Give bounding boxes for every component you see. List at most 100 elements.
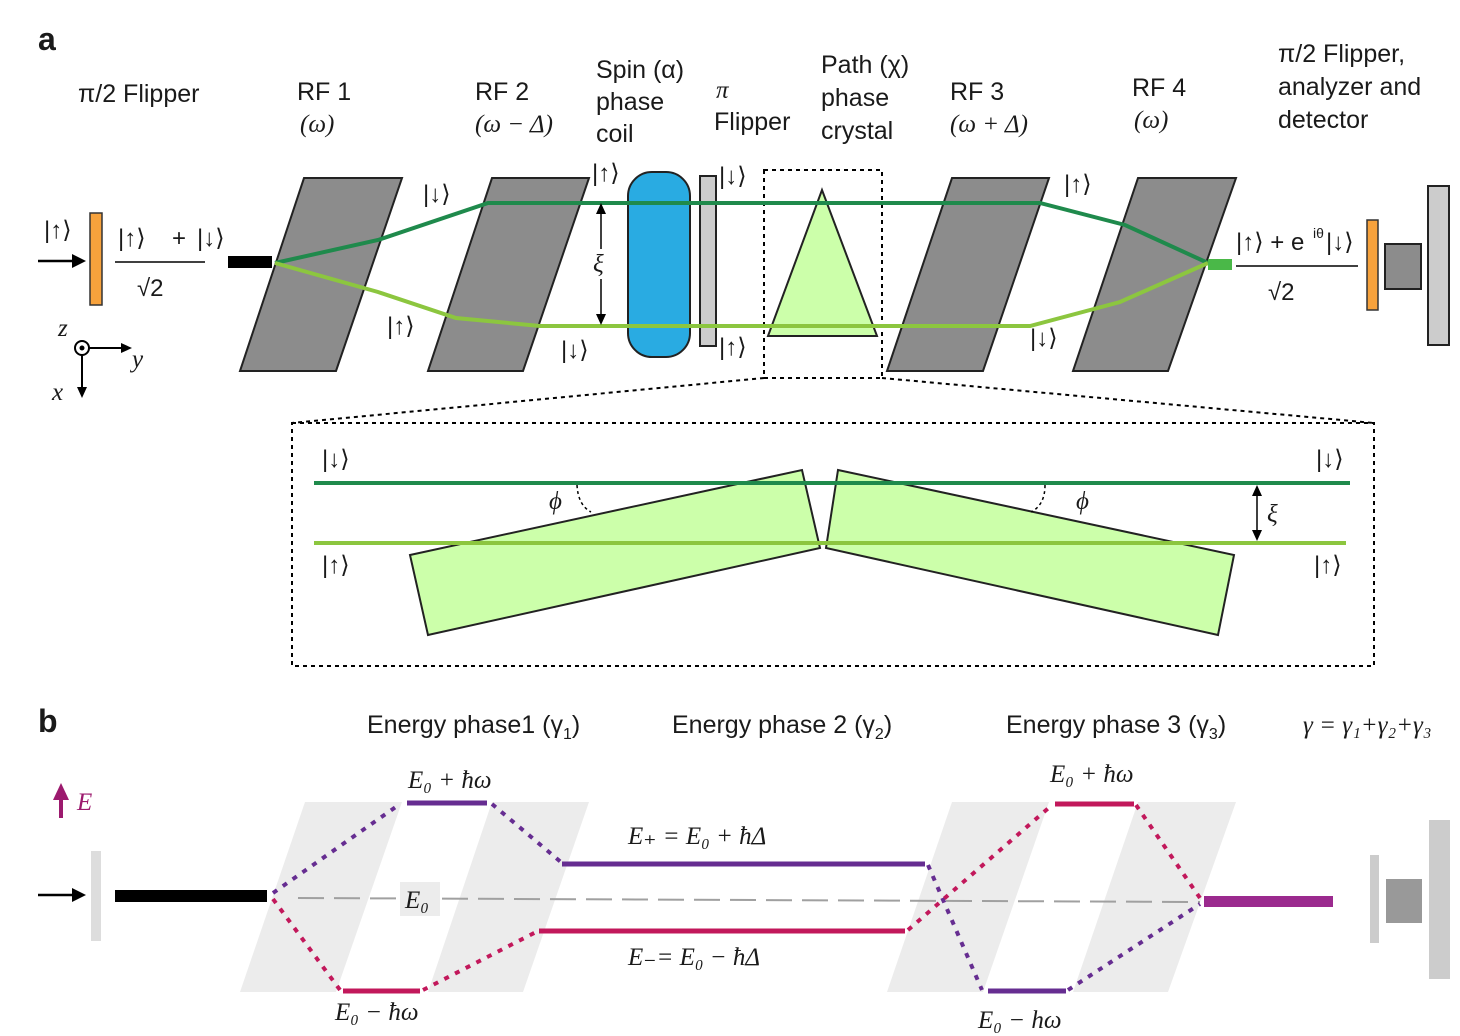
phi-label-left: ϕ [549,488,562,515]
y-axis-label: y [129,346,144,373]
e0-label: E₀ [404,887,429,914]
analyzer-label-2: analyzer and [1278,73,1421,101]
rf3-freq: (ω + Δ) [950,111,1028,138]
label-e-plus: E₊ = E₀ + ħΔ [627,823,766,850]
input-beam-segment [228,256,272,268]
phase2-label: Energy phase 2 (γ2) [672,711,892,743]
spin-phase-coil [627,171,691,358]
b-rf2-region [428,802,589,992]
phi-arc-right [1030,484,1046,513]
analyzer-block [1384,243,1422,290]
rf3-label: RF 3 [950,78,1004,106]
inset-ket-up-right: |↑⟩ [1314,552,1342,579]
inset-crystal-left [408,468,822,637]
output-state-denominator: √2 [1268,279,1295,306]
inset-ket-down-right: |↓⟩ [1316,446,1344,473]
inset-crystal-right [824,468,1236,637]
transition-to-eplus [490,802,564,865]
rf4-freq: (ω) [1134,107,1168,134]
crystal-label-3: crystal [821,117,893,145]
crystal-zoom-box [763,169,883,379]
spin-coil-label-3: coil [596,120,634,148]
output-state-up: |↑⟩ + e [1236,229,1304,256]
path-phase-crystal [766,187,879,337]
b-input-beam [115,890,267,902]
ket-down-flipper: |↓⟩ [719,163,747,190]
e0-reference-line [297,897,1201,903]
ket-down-rf1: |↓⟩ [423,181,451,208]
gamma-total-label: γ = γ₁+γ₂+γ₃ [1303,712,1432,739]
label-e0-minus-hw-1: E₀ − ħω [334,999,418,1026]
label-e0-plus-hw-1: E₀ + ħω [407,767,491,794]
phase1-label: Energy phase1 (γ1) [367,711,580,743]
crystal-label-2: phase [821,84,889,112]
output-state-exp: iθ [1313,225,1324,241]
phi-label-right: ϕ [1076,488,1089,515]
zoom-connector-right [881,377,1375,424]
inset-xi-arrow-bottom [1252,530,1262,541]
input-ket-up: |↑⟩ [44,217,72,244]
transition-down-3 [1066,902,1202,992]
z-axis-dot [79,345,85,351]
analyzer-label-1: π/2 Flipper, [1278,40,1405,68]
input-state-denominator: √2 [137,275,164,302]
pi2-flipper-label: π/2 Flipper [78,80,199,108]
ket-up-rf1: |↑⟩ [387,313,415,340]
xi-arrow-bottom [596,314,606,325]
rf4-label: RF 4 [1132,74,1186,102]
output-state-down: |↓⟩ [1326,229,1354,256]
energy-axis-label: E [76,789,92,816]
crystal-label-1: Path (χ) [821,51,909,79]
rf1-freq: (ω) [300,111,334,138]
pi-flipper-label-1: π [716,77,730,104]
input-state-plus: + [172,225,186,252]
rf2-freq: (ω − Δ) [475,111,553,138]
analyzer-label-3: detector [1278,106,1368,134]
panel-a-letter: a [38,21,56,57]
z-axis-label: z [57,315,68,342]
inset-ket-up-left: |↑⟩ [322,552,350,579]
output-beam-segment [1208,259,1232,270]
b-output-beam [1204,896,1333,907]
rf2-coil [426,177,591,372]
inset-xi-label: ξ [1267,501,1278,528]
x-axis-label: x [51,379,63,406]
label-e-minus: E₋= E₀ − ħΔ [627,944,760,971]
panel-b-letter: b [38,703,58,739]
b-input-flipper [91,851,101,941]
spin-coil-label-1: Spin (α) [596,56,684,84]
b-input-arrowhead [72,888,86,902]
xi-label: ξ [593,251,604,278]
xi-label-bg [590,249,612,279]
b-rf3-region [887,802,1049,992]
zoom-connector-left [291,377,765,424]
detector-block [1427,185,1450,346]
ket-down-rf2: |↓⟩ [561,337,589,364]
beam-path-upper [274,201,1209,265]
e0-label-bg [400,882,440,916]
ket-up-flipper: |↑⟩ [719,334,747,361]
label-e0-minus-hw-3: E₀ − hω [977,1007,1061,1034]
rf2-label: RF 2 [475,78,529,106]
b-analyzer [1386,879,1422,923]
phi-arc-left [576,484,592,513]
inset-xi-arrow-top [1252,485,1262,496]
transition-up-1 [271,802,402,895]
pi2-flipper-plate [89,212,103,306]
energy-axis-arrowhead [53,783,69,800]
b-detector [1429,820,1450,979]
ket-down-rf3: |↓⟩ [1030,325,1058,352]
x-axis-arrowhead [77,387,87,398]
rf1-label: RF 1 [297,78,351,106]
transition-eminus-up [906,803,1054,932]
ket-up-coil: |↑⟩ [592,160,620,187]
transition-to-eminus [422,929,539,992]
ket-up-rf3: |↑⟩ [1064,171,1092,198]
rf4-coil [1071,177,1238,372]
input-state-down: |↓⟩ [197,225,225,252]
b-output-flipper [1370,855,1379,943]
label-e0-plus-hw-3: E₀ + ħω [1049,761,1133,788]
phase3-label: Energy phase 3 (γ3) [1006,711,1226,743]
